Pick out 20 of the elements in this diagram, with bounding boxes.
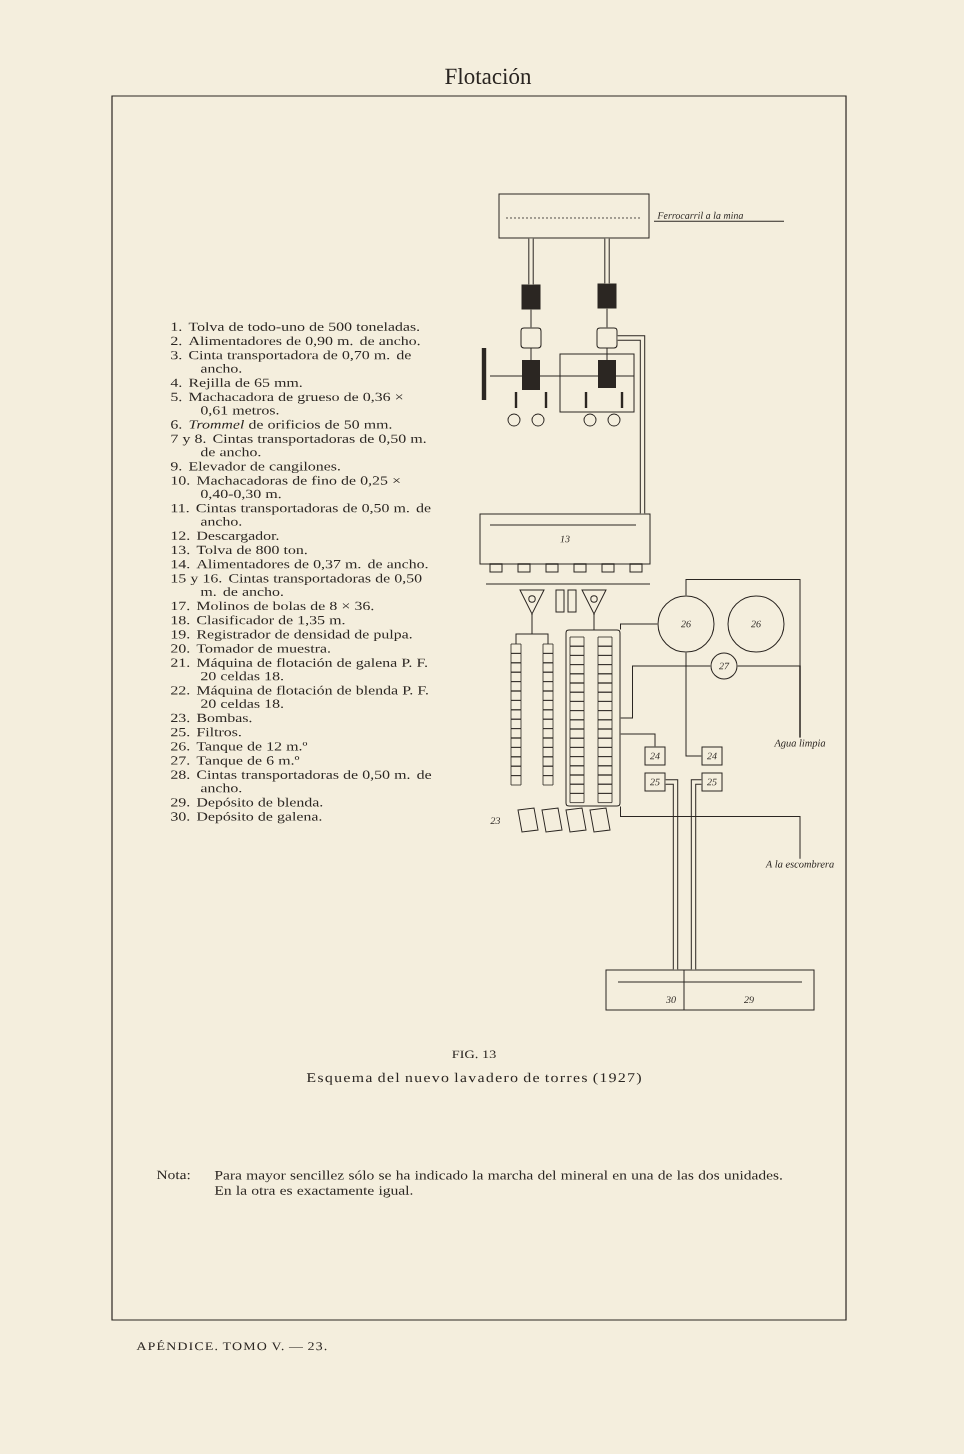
conveyor-belt (528, 238, 534, 285)
pipe-line (620, 806, 801, 860)
hopper-box (498, 193, 650, 239)
crusher-box (520, 327, 542, 349)
conveyor-belt (617, 335, 646, 514)
pipe-line (685, 652, 702, 757)
pipe-line (620, 623, 658, 630)
pipe-line (737, 665, 801, 739)
conveyor-belt (604, 238, 610, 284)
pipe-line (620, 665, 711, 719)
page-heading: Flotación (445, 67, 532, 85)
feeder-block (521, 284, 541, 310)
pipe-line (620, 733, 656, 747)
crusher-box (596, 327, 618, 349)
conveyor-belt (665, 779, 679, 970)
flotation-machine (565, 629, 621, 807)
conveyor-belt (690, 779, 702, 970)
pipe-line (530, 309, 532, 328)
pipe-line (606, 308, 608, 328)
feeder-block (597, 283, 617, 309)
